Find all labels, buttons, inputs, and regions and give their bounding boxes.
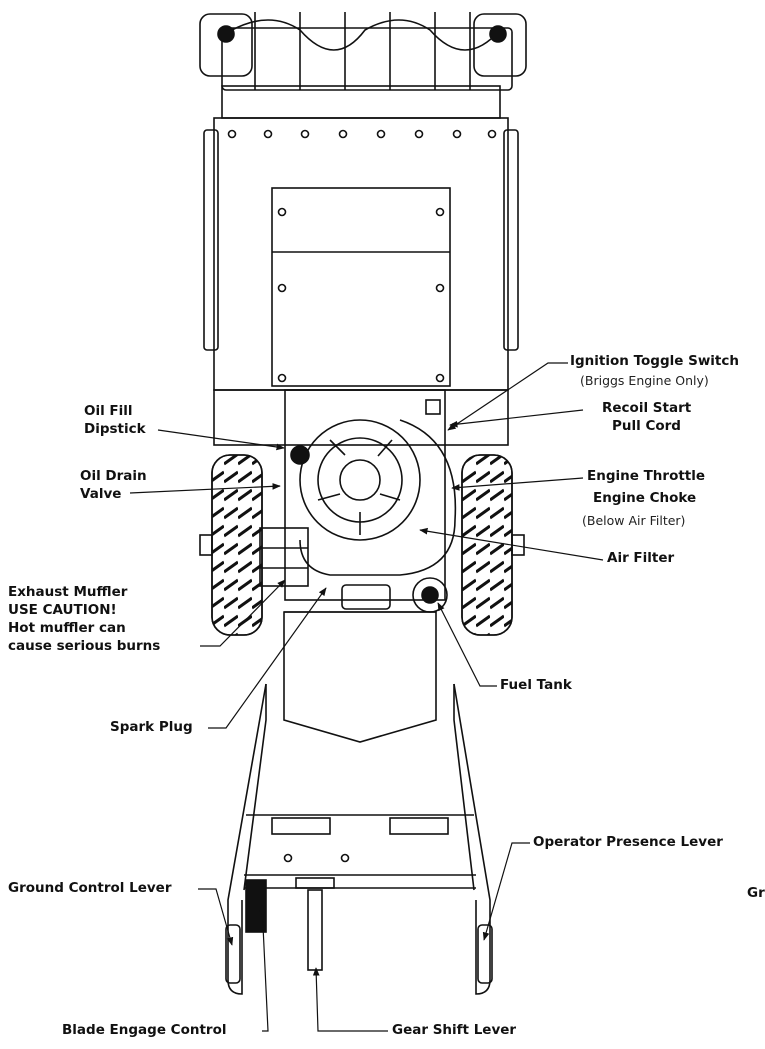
label-briggs-engine-only: (Briggs Engine Only) bbox=[580, 373, 709, 388]
label-spark-plug: Spark Plug bbox=[110, 719, 193, 735]
label-hot-muffler-can: Hot muffler can bbox=[8, 620, 126, 636]
leader-muffler bbox=[200, 579, 286, 647]
label-cause-serious-burns: cause serious burns bbox=[8, 638, 161, 654]
leader-spark bbox=[208, 587, 327, 729]
label-valve: Valve bbox=[80, 486, 122, 502]
label-oil-fill: Oil Fill bbox=[84, 403, 133, 419]
label-oil-drain: Oil Drain bbox=[80, 468, 147, 484]
label-fuel-tank: Fuel Tank bbox=[500, 677, 572, 693]
label-operator-presence-lever: Operator Presence Lever bbox=[533, 834, 723, 850]
label-engine-choke: Engine Choke bbox=[593, 490, 697, 506]
label-use-caution: USE CAUTION! bbox=[8, 602, 117, 618]
leader-gear bbox=[312, 967, 388, 1032]
label-ignition-toggle-switch: Ignition Toggle Switch bbox=[570, 353, 739, 369]
leader-ignition bbox=[447, 362, 568, 431]
leader-recoil bbox=[449, 409, 584, 428]
leader-oil-fill bbox=[157, 429, 285, 451]
label-gr-clipped: Gr bbox=[747, 885, 765, 901]
mower-deck bbox=[203, 85, 519, 446]
label-air-filter: Air Filter bbox=[607, 550, 675, 566]
label-recoil-start: Recoil Start bbox=[602, 400, 692, 416]
leader-fuel bbox=[437, 602, 497, 687]
label-blade-engage-control: Blade Engage Control bbox=[62, 1022, 227, 1038]
leader-operator bbox=[482, 842, 530, 941]
label-exhaust-muffler: Exhaust Muffler bbox=[8, 584, 128, 600]
left-wheel bbox=[199, 454, 263, 636]
label-ground-control-lever: Ground Control Lever bbox=[8, 880, 172, 896]
leader-oil-drain bbox=[129, 482, 281, 494]
leader-air-filter bbox=[419, 527, 604, 561]
front-blade-assembly bbox=[199, 12, 527, 91]
leader-blade bbox=[259, 904, 269, 1032]
label-below-air-filter: (Below Air Filter) bbox=[582, 513, 686, 528]
label-dipstick: Dipstick bbox=[84, 421, 146, 437]
label-gear-shift-lever: Gear Shift Lever bbox=[392, 1022, 517, 1038]
handle-frame bbox=[225, 611, 493, 995]
leader-throttle bbox=[451, 477, 584, 491]
label-engine-throttle: Engine Throttle bbox=[587, 468, 706, 484]
leader-ground bbox=[198, 888, 234, 946]
engine bbox=[259, 389, 457, 613]
label-pull-cord: Pull Cord bbox=[612, 418, 681, 434]
